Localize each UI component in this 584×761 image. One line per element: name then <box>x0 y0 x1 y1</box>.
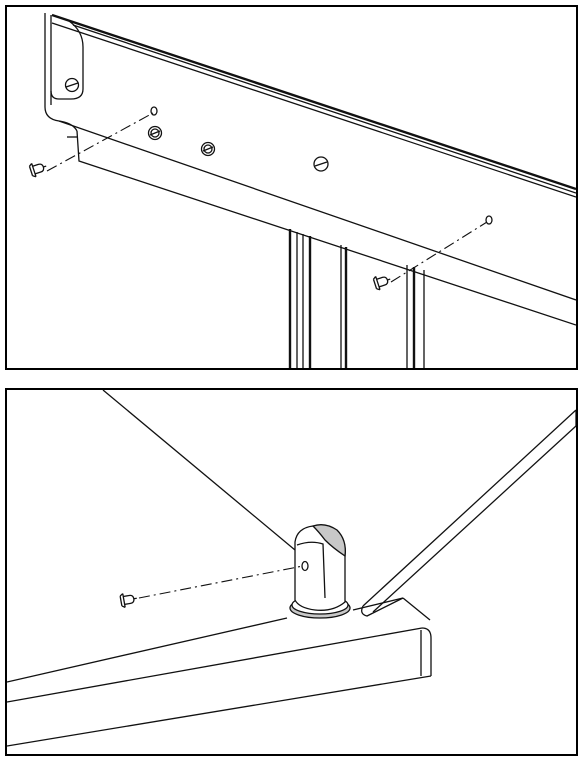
hinge-assembly-drawing <box>7 390 576 747</box>
clip-hole-icon <box>485 215 493 225</box>
bottom-panel-hinge-clip <box>5 388 578 756</box>
screw-icon <box>147 125 163 141</box>
push-clip-icon <box>119 593 137 608</box>
push-clip-icon <box>28 163 47 178</box>
leader-line <box>138 565 304 599</box>
door-panel <box>361 409 576 617</box>
top-panel-rail-clips <box>5 5 578 370</box>
bracket-screw-icon <box>64 77 80 93</box>
rail-screws <box>147 125 329 172</box>
door-edge-line <box>102 390 308 561</box>
push-clip-icon <box>372 276 391 291</box>
screw-icon <box>200 141 216 157</box>
rail-end-bracket <box>44 13 84 122</box>
leader-line <box>46 112 154 172</box>
upper-rail <box>51 13 576 198</box>
clip-holes <box>150 106 493 225</box>
rail-front-face <box>58 120 576 326</box>
pin-hole-icon <box>301 560 309 572</box>
leader-line <box>390 221 488 283</box>
cabinet-base <box>7 597 432 747</box>
vertical-supports <box>288 229 425 368</box>
clip-hole-icon <box>150 106 158 116</box>
hinge-pin <box>289 524 351 619</box>
screw-icon <box>313 156 329 172</box>
rail-assembly-drawing <box>28 13 576 368</box>
